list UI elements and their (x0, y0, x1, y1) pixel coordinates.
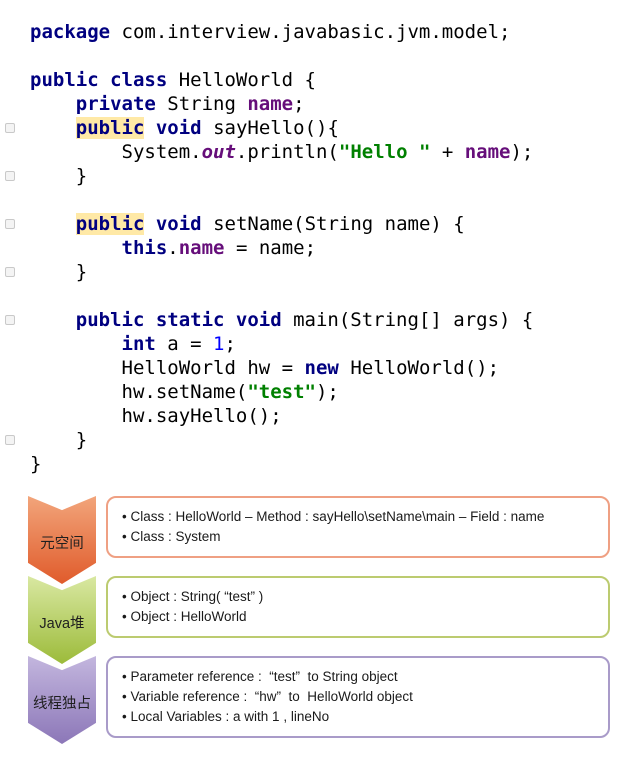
bullet-item: Local Variables : a with 1 , lineNo (122, 707, 594, 727)
code-line: this.name = name; (30, 236, 628, 260)
code-line: } (30, 452, 628, 476)
code-token: public (75, 213, 145, 235)
code-token: . (167, 237, 179, 259)
bullet-item: Object : String( “test” ) (122, 587, 594, 607)
code-token: ); (315, 381, 339, 403)
code-token: private (75, 93, 156, 115)
code-line: } (5, 164, 628, 188)
code-token: a = (155, 333, 214, 355)
memory-area-chevron: 元空间 (28, 496, 96, 584)
bullet-item: Parameter reference : “test” to String o… (122, 667, 594, 687)
code-token: HelloWorld { (167, 69, 316, 91)
fold-marker-icon[interactable] (5, 435, 15, 445)
code-line: int a = 1; (30, 332, 628, 356)
memory-area-label: Java堆 (39, 615, 85, 632)
memory-area-label: 元空间 (40, 535, 84, 552)
code-token: 1 (213, 333, 225, 355)
fold-marker-icon[interactable] (5, 123, 15, 133)
code-token: void (155, 213, 202, 235)
code-token: String (155, 93, 248, 115)
memory-diagram: 元空间 Class : HelloWorld – Method : sayHell… (28, 496, 610, 744)
fold-marker-icon[interactable] (5, 171, 15, 181)
code-token (30, 117, 76, 139)
code-token: out (201, 141, 236, 163)
code-token: ; (224, 333, 236, 355)
code-token (30, 213, 76, 235)
code-token (30, 309, 76, 331)
code-line: hw.setName("test"); (30, 380, 628, 404)
fold-marker-icon[interactable] (5, 219, 15, 229)
code-token: package (30, 21, 111, 43)
code-editor[interactable]: package com.interview.javabasic.jvm.mode… (0, 0, 628, 476)
code-line (30, 284, 628, 308)
code-line: hw.sayHello(); (30, 404, 628, 428)
code-token: public class (30, 69, 168, 91)
code-line (30, 188, 628, 212)
fold-marker-icon[interactable] (5, 315, 15, 325)
code-token: HelloWorld(); (338, 357, 500, 379)
code-token: "Hello " (338, 141, 431, 163)
code-token: } (30, 453, 42, 475)
code-token: name (178, 237, 225, 259)
memory-area-chevron: 线程独占 (28, 656, 96, 744)
fold-marker-icon[interactable] (5, 267, 15, 277)
code-token: name (464, 141, 511, 163)
memory-section: Java堆 Object : String( “test” )Object : H… (28, 576, 610, 664)
bullet-item: Class : System (122, 527, 594, 547)
code-token: System. (30, 141, 202, 163)
memory-section: 线程独占 Parameter reference : “test” to Stri… (28, 656, 610, 744)
code-token: void (155, 117, 202, 139)
code-token: } (30, 429, 88, 451)
memory-area-chevron: Java堆 (28, 576, 96, 664)
memory-info-box: Object : String( “test” )Object : HelloW… (106, 576, 610, 638)
bullet-item: Object : HelloWorld (122, 607, 594, 627)
code-token (144, 117, 155, 139)
memory-info-box: Class : HelloWorld – Method : sayHello\s… (106, 496, 610, 558)
bullet-item: Class : HelloWorld – Method : sayHello\s… (122, 507, 594, 527)
code-token: } (30, 261, 88, 283)
code-token: main(String[] args) { (281, 309, 534, 331)
code-token (144, 213, 155, 235)
code-line: private String name; (30, 92, 628, 116)
code-line: public void setName(String name) { (5, 212, 628, 236)
code-line: public void sayHello(){ (5, 116, 628, 140)
code-token: HelloWorld hw = (30, 357, 305, 379)
code-token: new (304, 357, 339, 379)
code-token: hw.sayHello(); (30, 405, 282, 427)
code-token: com.interview.javabasic.jvm.model; (110, 21, 511, 43)
code-token: } (30, 165, 88, 187)
code-token: .println( (235, 141, 339, 163)
code-line: HelloWorld hw = new HelloWorld(); (30, 356, 628, 380)
code-token: public (75, 117, 145, 139)
code-token: this (121, 237, 168, 259)
code-token: ); (510, 141, 534, 163)
code-token: ; (293, 93, 305, 115)
code-line: public static void main(String[] args) { (5, 308, 628, 332)
code-token: sayHello(){ (201, 117, 339, 139)
code-line (30, 44, 628, 68)
code-token (30, 333, 122, 355)
code-token (30, 93, 76, 115)
memory-info-box: Parameter reference : “test” to String o… (106, 656, 610, 738)
code-token: "test" (247, 381, 316, 403)
code-token: + (430, 141, 465, 163)
memory-section: 元空间 Class : HelloWorld – Method : sayHell… (28, 496, 610, 584)
code-token: setName(String name) { (201, 213, 465, 235)
code-token: public static void (75, 309, 282, 331)
memory-area-label: 线程独占 (33, 695, 91, 712)
code-token (30, 237, 122, 259)
code-line: System.out.println("Hello " + name); (30, 140, 628, 164)
code-line: public class HelloWorld { (30, 68, 628, 92)
code-token: = name; (224, 237, 317, 259)
code-line: } (5, 428, 628, 452)
code-line: } (5, 260, 628, 284)
code-line: package com.interview.javabasic.jvm.mode… (30, 20, 628, 44)
bullet-item: Variable reference : “hw” to HelloWorld … (122, 687, 594, 707)
code-token: int (121, 333, 156, 355)
code-token: hw.setName( (30, 381, 248, 403)
code-token: name (247, 93, 294, 115)
